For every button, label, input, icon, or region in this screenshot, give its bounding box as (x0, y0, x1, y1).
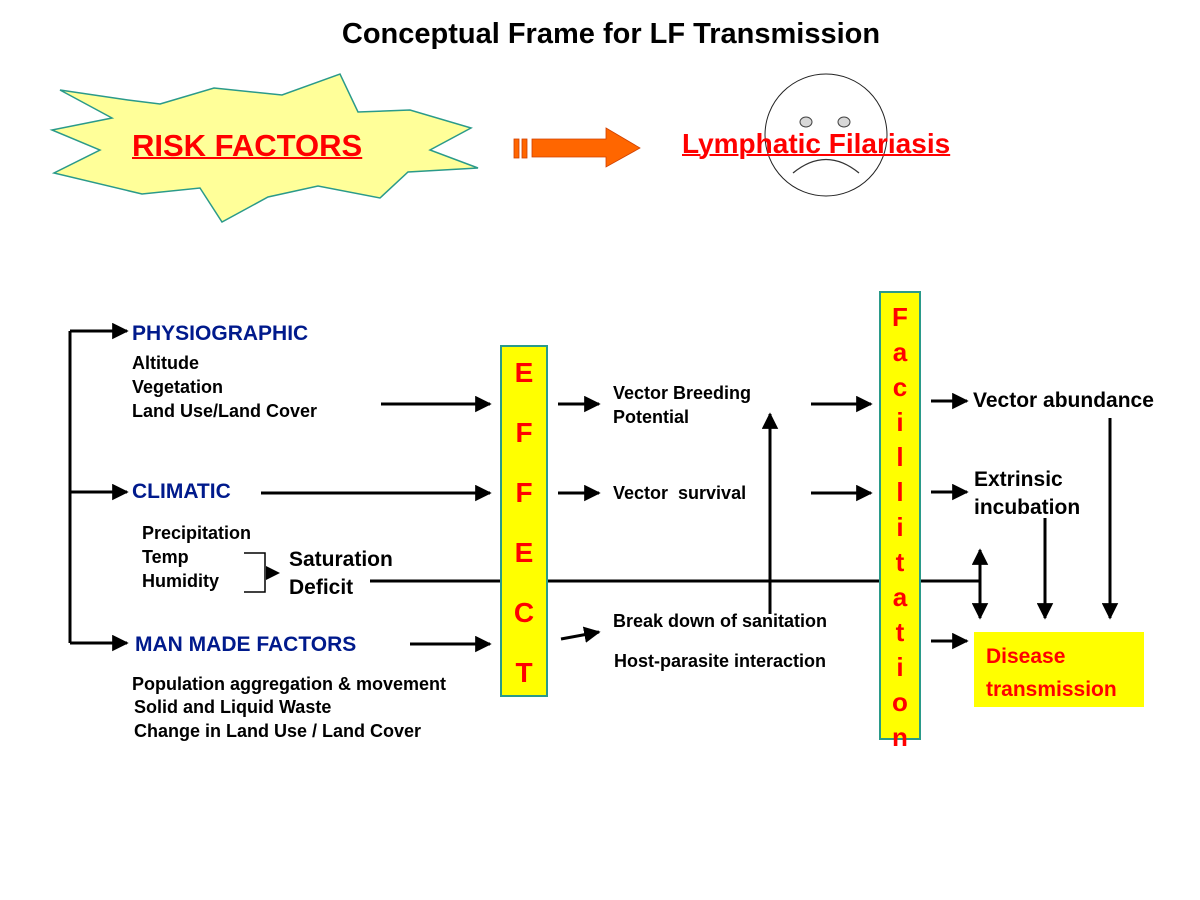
effect-letter: F (515, 417, 533, 448)
page-title: Conceptual Frame for LF Transmission (341, 18, 881, 50)
physiographic-item-altitude: Altitude (132, 353, 199, 373)
effect-output-arrows (558, 395, 601, 643)
vector-survival-label: Vector survival (613, 483, 747, 503)
effect-letter: C (513, 597, 535, 628)
effect-letter: F (515, 477, 533, 508)
man-made-item-population: Population aggregation & movement (132, 674, 447, 694)
right-vertical-arrows (971, 418, 1119, 620)
facilitation-letter: t (895, 617, 905, 647)
starburst-shape (49, 73, 479, 223)
orange-arrow-icon (513, 127, 641, 168)
facilitation-letter: l (896, 477, 904, 507)
facilitation-letter: F (892, 302, 908, 332)
vector-breeding-label: Vector Breeding (613, 383, 752, 403)
facilitation-letters: F a c i l l i t a t i o n (879, 300, 921, 755)
left-branch-connector (68, 322, 129, 652)
potential-label: Potential (613, 407, 690, 427)
facilitation-input-arrows (811, 395, 873, 502)
man-made-item-landcover: Change in Land Use / Land Cover (134, 721, 422, 741)
host-parasite-label: Host-parasite interaction (614, 651, 827, 671)
facilitation-letter: a (892, 337, 908, 367)
extrinsic-label: Extrinsic (974, 468, 1063, 491)
facilitation-output-arrows (931, 392, 969, 650)
facilitation-letter: t (895, 547, 905, 577)
effect-input-arrows (261, 395, 492, 653)
man-made-heading: MAN MADE FACTORS (135, 633, 357, 656)
climatic-item-humidity: Humidity (142, 571, 220, 591)
effect-letter: E (514, 357, 534, 388)
climatic-bracket (244, 552, 266, 593)
vector-abundance-label: Vector abundance (973, 389, 1154, 412)
lymphatic-filariasis-label: Lymphatic Filariasis (682, 128, 951, 159)
effect-box (500, 345, 548, 697)
incubation-label: incubation (974, 496, 1081, 519)
man-made-item-waste: Solid and Liquid Waste (134, 697, 332, 717)
effect-letter: E (514, 537, 534, 568)
physiographic-heading: PHYSIOGRAPHIC (132, 322, 309, 345)
facilitation-letter: i (896, 407, 904, 437)
effect-letters: E F F E C T (500, 353, 548, 713)
sad-face-icon (764, 73, 888, 197)
facilitation-letter: a (892, 582, 908, 612)
facilitation-letter: n (892, 722, 908, 752)
climatic-item-precipitation: Precipitation (142, 523, 252, 543)
facilitation-letter: i (896, 652, 904, 682)
transmission-label: transmission (986, 678, 1117, 701)
climatic-heading: CLIMATIC (132, 480, 231, 503)
effect-letter: T (515, 657, 533, 688)
facilitation-box (879, 291, 921, 740)
saturation-label: Saturation (289, 548, 393, 571)
risk-factors-label: RISK FACTORS (132, 128, 363, 163)
disease-transmission-text: Disease transmission (986, 640, 1146, 706)
climatic-item-temp: Temp (142, 547, 189, 567)
deficit-label: Deficit (289, 576, 354, 599)
facilitation-letter: c (892, 372, 908, 402)
physiographic-item-landuse: Land Use/Land Cover (132, 401, 318, 421)
sanitation-breakdown-label: Break down of sanitation (613, 611, 828, 631)
physiographic-item-vegetation: Vegetation (132, 377, 224, 397)
disease-transmission-box (974, 632, 1144, 707)
facilitation-letter: i (896, 512, 904, 542)
climatic-bracket-arrow (266, 566, 280, 580)
facilitation-letter: o (892, 687, 908, 717)
disease-label: Disease (986, 645, 1066, 668)
facilitation-letter: l (896, 442, 904, 472)
